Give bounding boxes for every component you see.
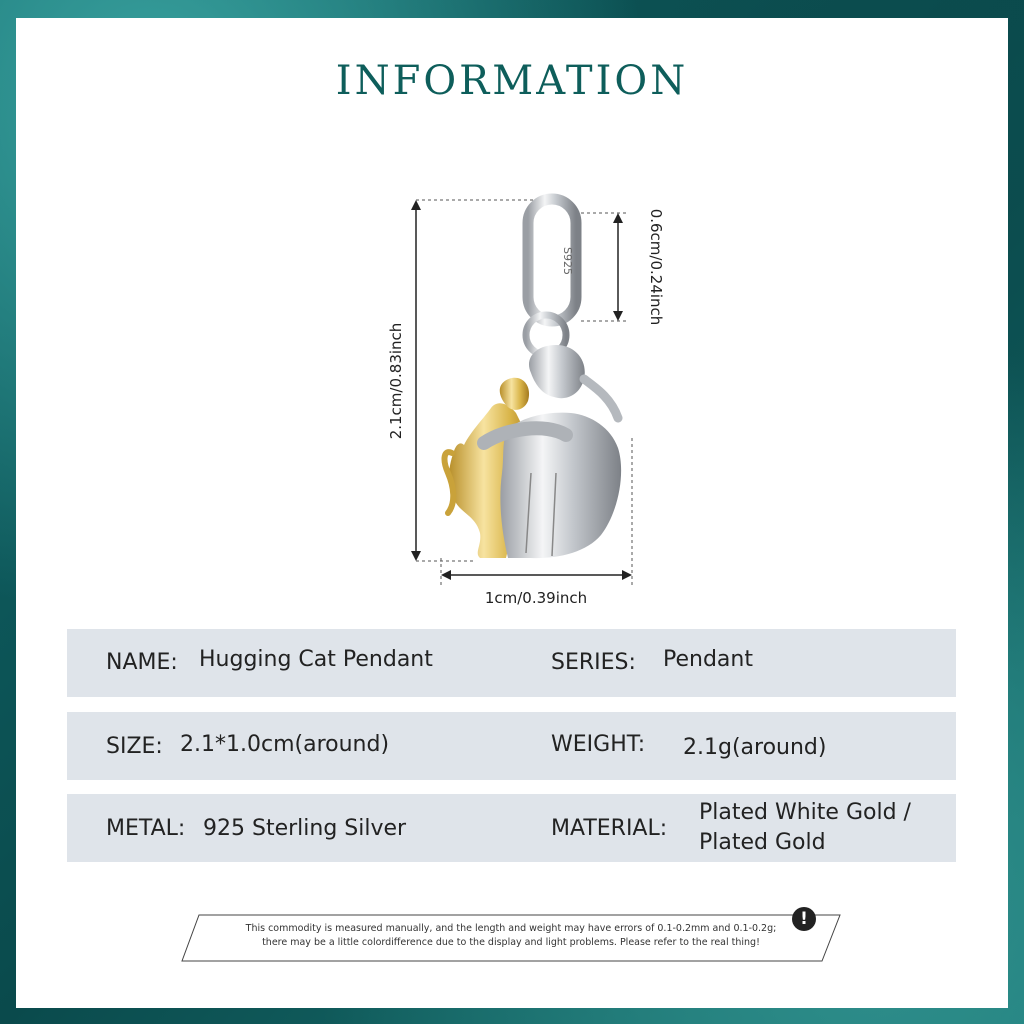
size-label: SIZE: — [106, 734, 163, 759]
pendant-diagram: 2.1cm/0.83inch 0.6cm/0.24inch 1cm/0.39in… — [387, 193, 665, 607]
width-dimension: 1cm/0.39inch — [440, 438, 633, 607]
size-value: 2.1*1.0cm(around) — [180, 732, 390, 757]
height-dimension: 2.1cm/0.83inch — [387, 199, 551, 562]
series-value: Pendant — [663, 647, 753, 672]
disclaimer-line1: This commodity is measured manually, and… — [245, 923, 777, 934]
weight-label: WEIGHT: — [551, 732, 646, 757]
disclaimer-box: This commodity is measured manually, and… — [181, 914, 841, 962]
name-value: Hugging Cat Pendant — [199, 647, 433, 672]
weight-value: 2.1g(around) — [683, 735, 827, 760]
material-value-line1: Plated White Gold / — [699, 800, 911, 825]
spec-row-name-series: NAME: Hugging Cat Pendant SERIES: Pendan… — [67, 629, 956, 697]
info-card: INFORMATION 2.1cm/0.83inch — [16, 18, 1008, 1008]
metal-value: 925 Sterling Silver — [203, 816, 407, 841]
bail-label: 0.6cm/0.24inch — [647, 209, 665, 326]
material-value-line2: Plated Gold — [699, 830, 826, 855]
silver-girl-figure — [477, 345, 623, 559]
spec-row-metal-material: METAL: 925 Sterling Silver MATERIAL: Pla… — [67, 794, 956, 862]
page-title: INFORMATION — [335, 58, 689, 104]
bail-dimension: 0.6cm/0.24inch — [581, 209, 665, 326]
width-label: 1cm/0.39inch — [485, 589, 587, 607]
disclaimer-line2: there may be a little colordifference du… — [262, 937, 760, 948]
bail-stamp: S925 — [561, 247, 574, 275]
height-label: 2.1cm/0.83inch — [387, 323, 405, 440]
disclaimer-text: This commodity is measured manually, and… — [221, 922, 801, 950]
metal-label: METAL: — [106, 816, 186, 841]
name-label: NAME: — [106, 650, 178, 675]
series-label: SERIES: — [551, 650, 636, 675]
spec-row-size-weight: SIZE: 2.1*1.0cm(around) WEIGHT: 2.1g(aro… — [67, 712, 956, 780]
bail-loop: S925 — [522, 193, 582, 327]
material-label: MATERIAL: — [551, 816, 668, 841]
warning-icon: ! — [792, 907, 816, 931]
